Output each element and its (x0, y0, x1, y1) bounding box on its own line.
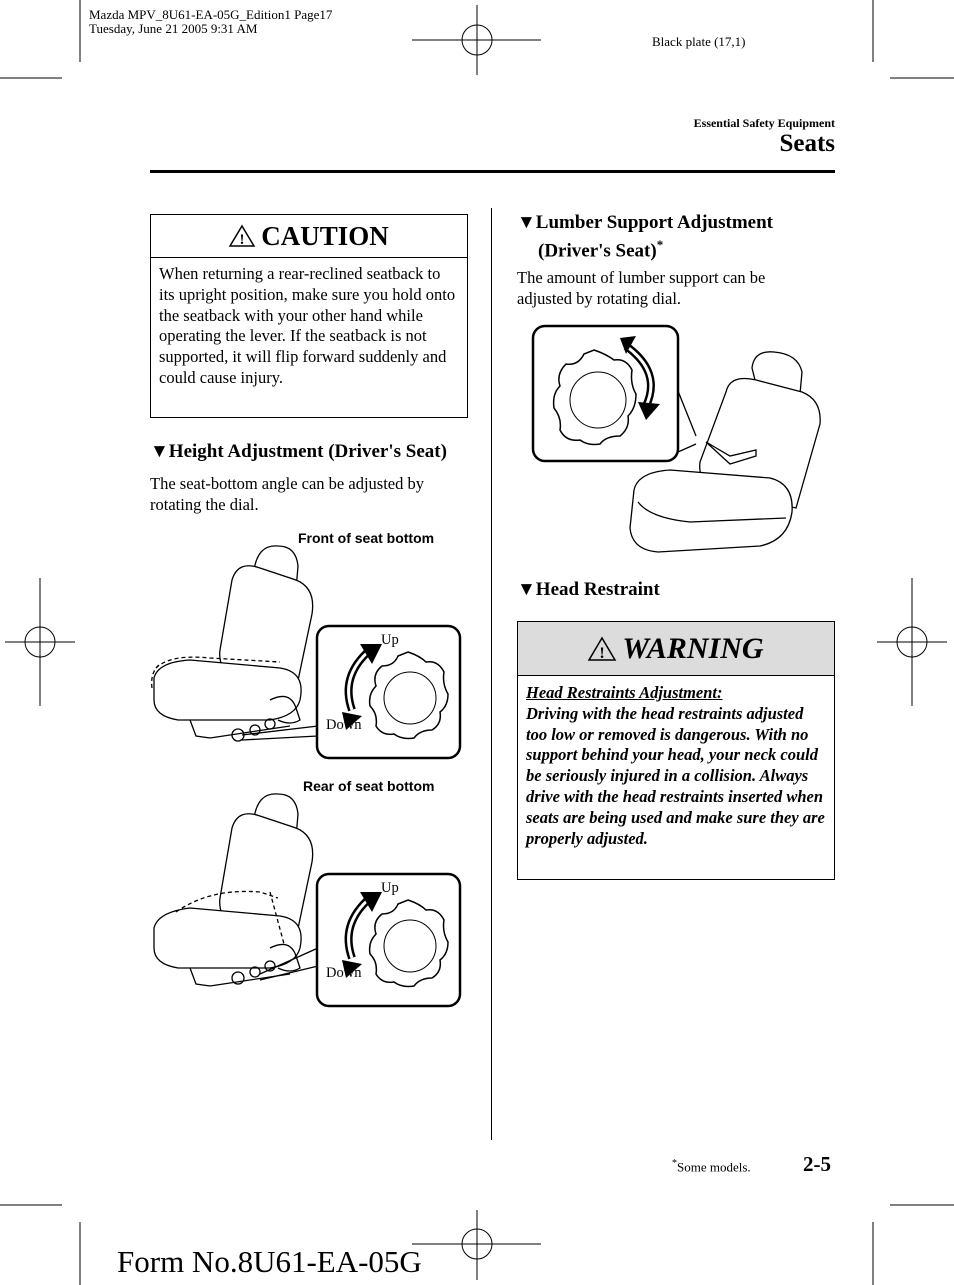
caution-triangle-icon: ! (228, 224, 256, 248)
print-plate-label: Black plate (17,1) (652, 34, 746, 49)
lumbar-support-heading: ▼Lumber Support Adjustment (Driver's Sea… (517, 212, 827, 262)
seat-illustration-icon (531, 324, 821, 553)
down-label-front: Down (326, 717, 362, 733)
lumbar-heading-line2: (Driver's Seat) (538, 240, 657, 262)
seat-illustration-icon (153, 793, 462, 1008)
svg-text:!: ! (600, 645, 605, 662)
caution-box: ! CAUTION When returning a rear-reclined… (150, 214, 468, 418)
up-label-front: Up (381, 632, 399, 648)
warning-header: ! WARNING (518, 622, 834, 676)
footnote-text: Some models. (677, 1159, 751, 1175)
dial-knob-icon (368, 899, 449, 988)
dial-knob-icon (368, 651, 449, 740)
page-number: 2-5 (803, 1152, 831, 1176)
lumbar-heading-line1: ▼Lumber Support Adjustment (517, 212, 773, 233)
warning-subheading: Head Restraints Adjustment: (526, 683, 723, 702)
caution-title: CAUTION (261, 220, 389, 251)
caution-header: ! CAUTION (151, 215, 467, 258)
front-of-seat-label: Front of seat bottom (298, 530, 435, 546)
height-adjustment-heading: ▼Height Adjustment (Driver's Seat) (150, 441, 447, 462)
print-header-line1: Mazda MPV_8U61-EA-05G_Edition1 Page17 (89, 7, 333, 22)
column-divider (491, 208, 492, 1140)
some-models-mark: * (656, 237, 664, 252)
lumbar-support-body: The amount of lumber support can be adju… (517, 268, 766, 308)
height-adjustment-body: The seat-bottom angle can be adjusted by… (150, 474, 424, 514)
rear-of-seat-label: Rear of seat bottom (303, 778, 435, 794)
warning-triangle-icon: ! (588, 636, 617, 662)
print-header-line2: Tuesday, June 21 2005 9:31 AM (89, 21, 258, 36)
warning-body: Head Restraints Adjustment: Driving with… (518, 676, 834, 849)
dial-knob-icon (552, 349, 637, 446)
head-restraint-heading: ▼Head Restraint (517, 579, 660, 600)
svg-text:!: ! (240, 232, 245, 248)
warning-box: ! WARNING Head Restraints Adjustment: Dr… (517, 621, 835, 880)
down-label-rear: Down (326, 965, 362, 981)
footnote: *Some models. (672, 1158, 751, 1175)
header-rule (150, 170, 835, 173)
section-title: Seats (779, 130, 835, 157)
up-label-rear: Up (381, 880, 399, 896)
footnote-mark: * (672, 1158, 677, 1169)
warning-text: Driving with the head restraints adjuste… (526, 703, 825, 848)
seat-illustration-icon (151, 545, 462, 760)
section-subtitle: Essential Safety Equipment (693, 116, 835, 130)
caution-text: When returning a rear-reclined seatback … (159, 264, 456, 387)
warning-title: WARNING (622, 631, 764, 665)
form-number: Form No.8U61-EA-05G (117, 1244, 422, 1279)
